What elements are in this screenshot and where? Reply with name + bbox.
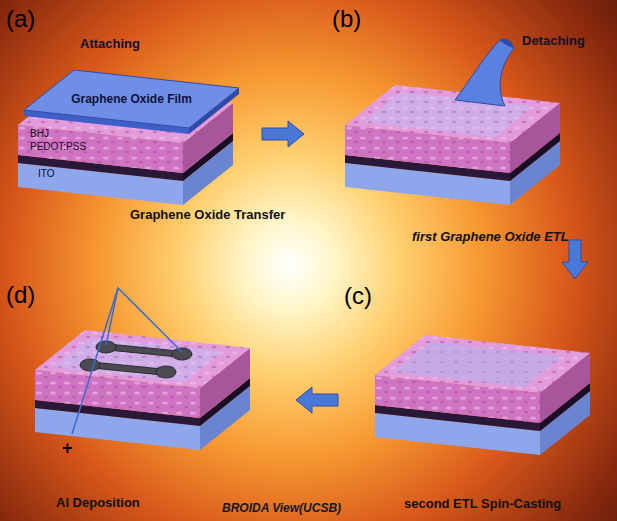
step-label: second ETL Spin-Casting xyxy=(404,497,561,511)
layer-name: PEDOT:PSS xyxy=(30,141,86,152)
panel-letter: (d) xyxy=(6,282,35,308)
layer-name: BHJ xyxy=(30,128,49,139)
watermark: BROIDA View(UCSB) xyxy=(222,502,341,515)
graphene-oxide-film: Graphene Oxide Film xyxy=(24,70,239,128)
step-label: Attaching xyxy=(80,37,140,51)
step-label: Al Deposition xyxy=(56,496,140,510)
panel-letter: (a) xyxy=(6,6,35,32)
step-label: Graphene Oxide Transfer xyxy=(130,208,285,222)
polarity-sign: + xyxy=(62,439,73,459)
panel-letter: (b) xyxy=(332,6,361,32)
film-label: Graphene Oxide Film xyxy=(71,92,192,106)
step-label: first Graphene Oxide ETL xyxy=(412,230,569,244)
step-label: Detaching xyxy=(522,34,585,48)
layer-name: ITO xyxy=(38,168,54,179)
panel-letter: (c) xyxy=(344,283,372,309)
